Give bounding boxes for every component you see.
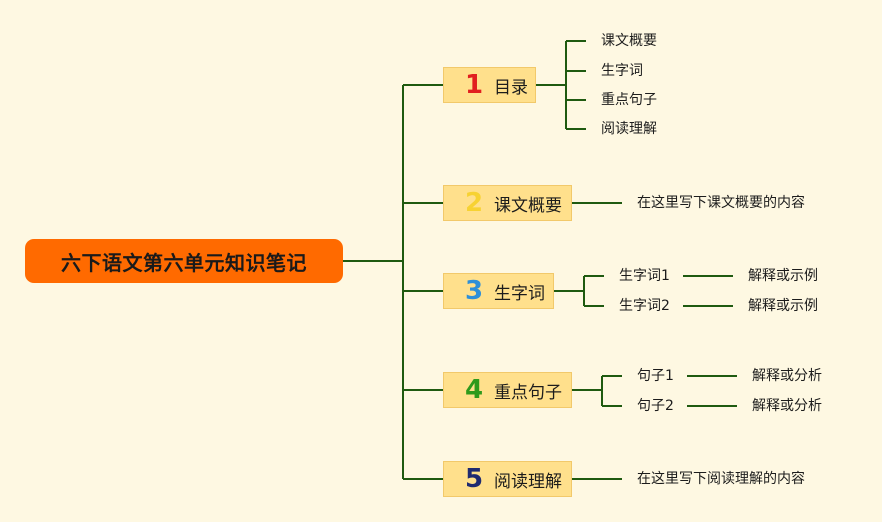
note-node[interactable]: 解释或示例 [748,268,818,284]
term-node[interactable]: 生字词1 [619,268,670,284]
note-node[interactable]: 解释或分析 [752,368,822,384]
leaf-node[interactable]: 在这里写下课文概要的内容 [637,195,805,211]
leaf-node[interactable]: 生字词 [601,63,643,79]
leaf-node[interactable]: 在这里写下阅读理解的内容 [637,471,805,487]
number-5-badge: 5 [464,464,484,494]
term-node[interactable]: 句子1 [637,368,674,384]
branch-node-contents[interactable]: 1 目录 [443,67,536,103]
number-2-badge: 2 [464,188,484,218]
number-3-badge: 3 [464,276,484,306]
branch-label: 课文概要 [494,195,562,216]
branch-node-summary[interactable]: 2 课文概要 [443,185,572,221]
leaf-node[interactable]: 重点句子 [601,92,657,108]
leaf-node[interactable]: 阅读理解 [601,121,657,137]
note-node[interactable]: 解释或示例 [748,298,818,314]
number-1-badge: 1 [464,70,484,100]
root-label: 六下语文第六单元知识笔记 [61,250,307,275]
branch-label: 重点句子 [494,382,562,403]
branch-node-vocabulary[interactable]: 3 生字词 [443,273,554,309]
branch-label: 生字词 [494,283,545,304]
term-node[interactable]: 句子2 [637,398,674,414]
branch-label: 目录 [494,77,528,98]
root-node[interactable]: 六下语文第六单元知识笔记 [25,239,343,283]
note-node[interactable]: 解释或分析 [752,398,822,414]
term-node[interactable]: 生字词2 [619,298,670,314]
number-4-badge: 4 [464,375,484,405]
branch-node-reading[interactable]: 5 阅读理解 [443,461,572,497]
branch-node-key-sentences[interactable]: 4 重点句子 [443,372,572,408]
leaf-node[interactable]: 课文概要 [601,33,657,49]
branch-label: 阅读理解 [494,471,562,492]
